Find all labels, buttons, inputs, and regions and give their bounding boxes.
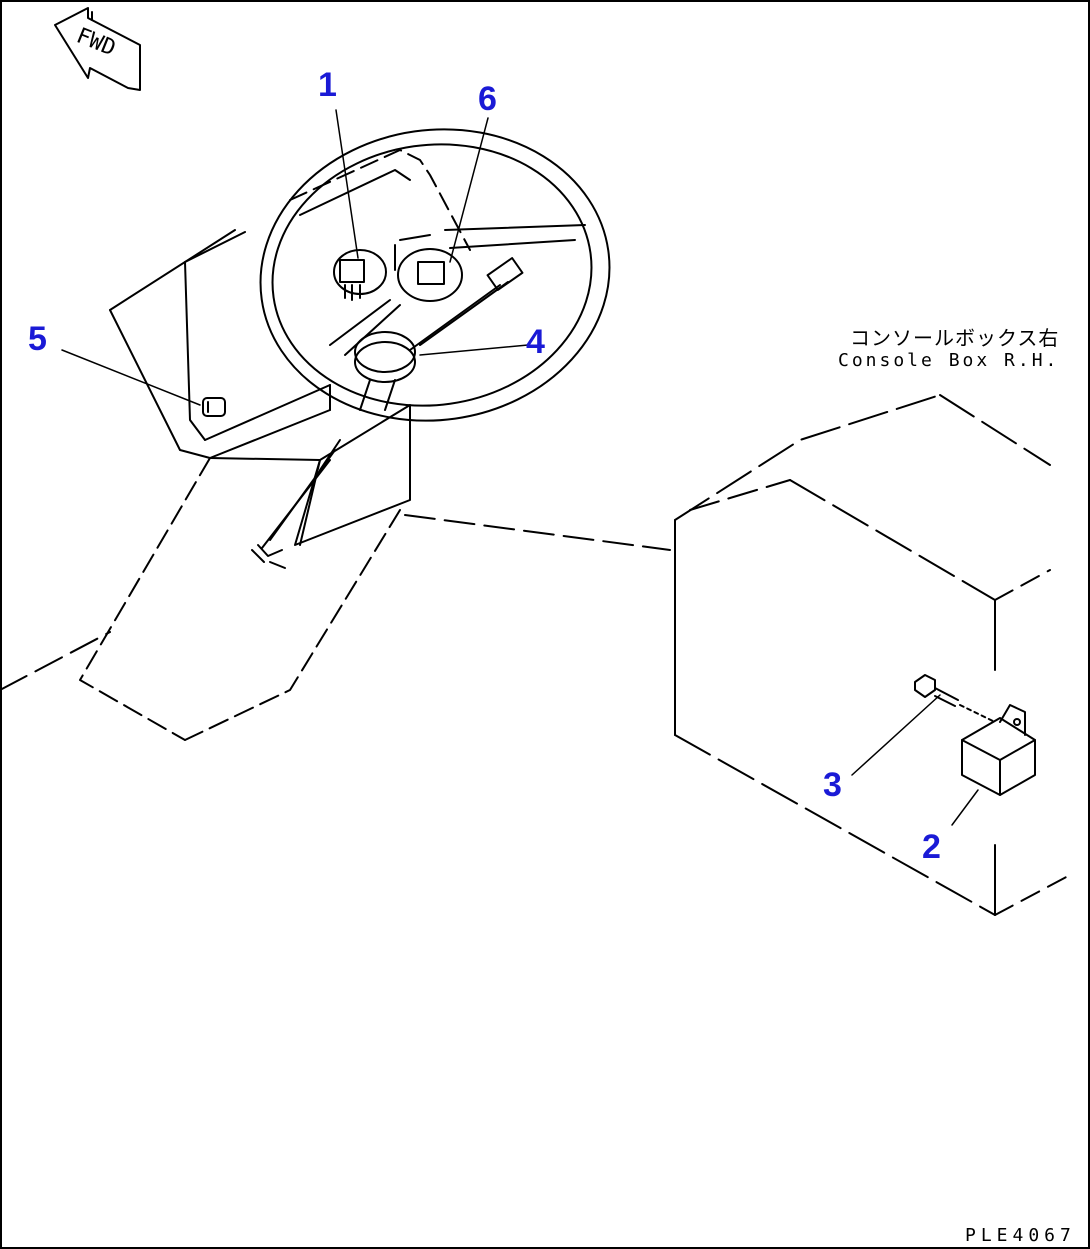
- callout-3: 3: [823, 766, 842, 804]
- console-label-jp: コンソールボックス右: [850, 326, 1060, 350]
- column-switch-cluster: [333, 234, 524, 411]
- callout-6: 6: [478, 80, 497, 118]
- callout-5: 5: [28, 320, 47, 358]
- callout-1: 1: [318, 66, 337, 104]
- drawing-code: PLE4067: [965, 1225, 1076, 1246]
- dash-switch: [202, 397, 226, 417]
- callout-4: 4: [526, 323, 545, 361]
- steering-column: [0, 404, 411, 741]
- relay-unit: [961, 704, 1036, 796]
- callout-2: 2: [922, 828, 941, 866]
- console-box: [674, 394, 1071, 916]
- dashboard-panel: [109, 149, 471, 459]
- leader-lines: [61, 109, 979, 826]
- bolt: [914, 674, 996, 723]
- steering-wheel: [259, 128, 611, 422]
- link-line: [404, 514, 671, 551]
- console-label-en: Console Box R.H.: [838, 350, 1060, 371]
- fwd-arrow-icon: [54, 7, 141, 91]
